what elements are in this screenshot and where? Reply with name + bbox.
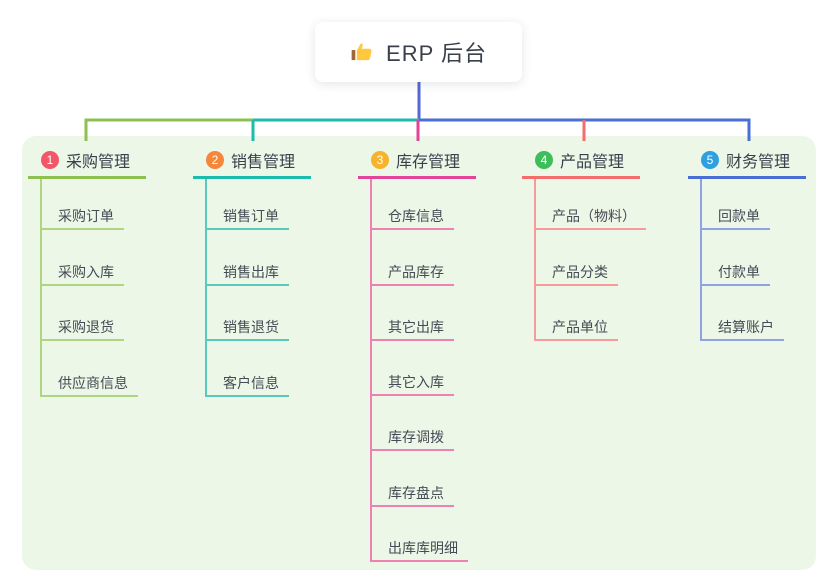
branch-label: 财务管理 — [726, 154, 791, 171]
root-title: ERP 后台 — [386, 41, 487, 66]
child-node[interactable]: 库存调拨 — [370, 425, 454, 451]
child-node[interactable]: 其它出库 — [370, 315, 454, 341]
child-node[interactable]: 结算账户 — [700, 315, 784, 341]
branch-underline — [522, 176, 640, 179]
branch-spine — [40, 179, 42, 397]
branch-spine — [534, 179, 536, 341]
branch-label: 销售管理 — [231, 154, 296, 171]
branch-number-badge: 2 — [206, 151, 224, 169]
branch-spine — [370, 179, 372, 562]
child-node[interactable]: 出库库明细 — [370, 536, 468, 562]
child-node[interactable]: 采购入库 — [40, 260, 124, 286]
branch-number-badge: 1 — [41, 151, 59, 169]
child-node[interactable]: 产品单位 — [534, 315, 618, 341]
child-node[interactable]: 采购退货 — [40, 315, 124, 341]
branch-underline — [358, 176, 476, 179]
branch-label: 产品管理 — [560, 154, 625, 171]
thumbs-up-icon — [351, 43, 372, 61]
branch-spine — [205, 179, 207, 397]
child-node[interactable]: 销售订单 — [205, 204, 289, 230]
root-node[interactable]: ERP 后台 — [315, 22, 522, 82]
branch-header-5[interactable]: 5 财务管理 — [701, 147, 790, 173]
branch-spine — [700, 179, 702, 341]
child-node[interactable]: 库存盘点 — [370, 481, 454, 507]
child-node[interactable]: 其它入库 — [370, 370, 454, 396]
child-node[interactable]: 客户信息 — [205, 371, 289, 397]
branch-number-badge: 4 — [535, 151, 553, 169]
child-node[interactable]: 供应商信息 — [40, 371, 138, 397]
child-node[interactable]: 产品分类 — [534, 260, 618, 286]
child-node[interactable]: 产品（物料） — [534, 204, 646, 230]
branch-number-badge: 3 — [371, 151, 389, 169]
child-node[interactable]: 采购订单 — [40, 204, 124, 230]
branch-header-1[interactable]: 1 采购管理 — [41, 147, 130, 173]
child-node[interactable]: 付款单 — [700, 260, 770, 286]
branch-label: 库存管理 — [396, 154, 461, 171]
branch-header-2[interactable]: 2 销售管理 — [206, 147, 295, 173]
branch-underline — [688, 176, 806, 179]
branches-panel — [22, 136, 816, 570]
branch-underline — [28, 176, 146, 179]
child-node[interactable]: 回款单 — [700, 204, 770, 230]
branch-label: 采购管理 — [66, 154, 131, 171]
child-node[interactable]: 产品库存 — [370, 260, 454, 286]
child-node[interactable]: 销售退货 — [205, 315, 289, 341]
child-node[interactable]: 销售出库 — [205, 260, 289, 286]
branch-underline — [193, 176, 311, 179]
branch-number-badge: 5 — [701, 151, 719, 169]
branch-header-4[interactable]: 4 产品管理 — [535, 147, 624, 173]
child-node[interactable]: 仓库信息 — [370, 204, 454, 230]
branch-header-3[interactable]: 3 库存管理 — [371, 147, 460, 173]
